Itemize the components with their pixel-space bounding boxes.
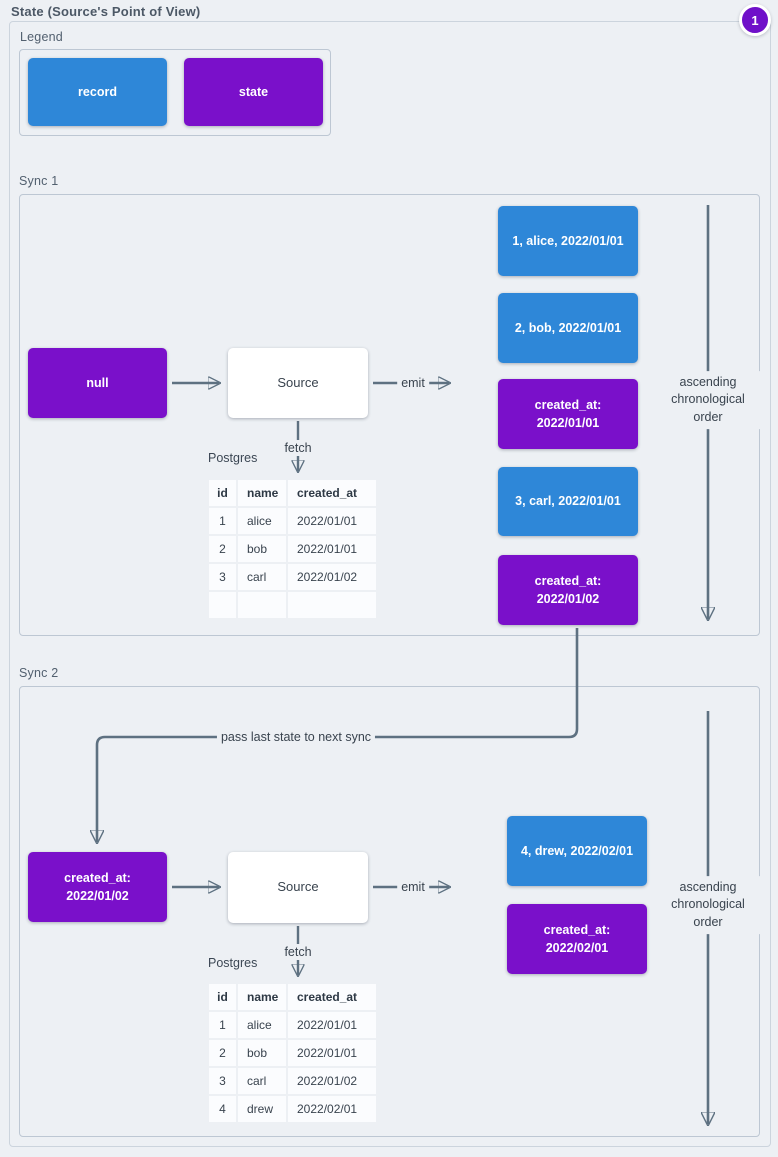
- sync1-emitted-state-1: created_at: 2022/01/01: [498, 379, 638, 449]
- table-header-row: id name created_at: [209, 984, 376, 1010]
- sync2-postgres-table: id name created_at 1 alice 2022/01/01 2 …: [207, 982, 378, 1124]
- table-row-empty: [209, 592, 376, 618]
- sync1-ascending-order-label: ascending chronological order: [656, 371, 760, 429]
- sync2-fetch-label: fetch: [280, 944, 316, 960]
- col-name: name: [238, 480, 286, 506]
- table-row: 4 drew 2022/02/01: [209, 1096, 376, 1122]
- sync1-emitted-record-2: 2, bob, 2022/01/01: [498, 293, 638, 363]
- legend-record-card: record: [28, 58, 167, 126]
- table-row: 1 alice 2022/01/01: [209, 1012, 376, 1038]
- sync1-label: Sync 1: [19, 174, 59, 188]
- table-row: 1 alice 2022/01/01: [209, 508, 376, 534]
- table-row: 3 carl 2022/01/02: [209, 564, 376, 590]
- sync2-emitted-state-1: created_at: 2022/02/01: [507, 904, 647, 974]
- legend-box: [19, 49, 331, 136]
- page-title: State (Source's Point of View): [11, 4, 201, 19]
- sync2-input-state-card: created_at: 2022/01/02: [28, 852, 167, 922]
- sync2-ascending-order-label: ascending chronological order: [656, 876, 760, 934]
- sync1-emit-label: emit: [397, 375, 429, 391]
- sync1-source-card: Source: [228, 348, 368, 418]
- outer-frame: [9, 21, 771, 1147]
- table-header-row: id name created_at: [209, 480, 376, 506]
- sync1-emitted-record-1: 1, alice, 2022/01/01: [498, 206, 638, 276]
- table-row: 2 bob 2022/01/01: [209, 536, 376, 562]
- sync2-emitted-record-1: 4, drew, 2022/02/01: [507, 816, 647, 886]
- legend-label: Legend: [20, 30, 63, 44]
- col-name: name: [238, 984, 286, 1010]
- step-badge: 1: [739, 4, 771, 36]
- sync2-emit-label: emit: [397, 879, 429, 895]
- table-row: 2 bob 2022/01/01: [209, 1040, 376, 1066]
- sync1-postgres-table: id name created_at 1 alice 2022/01/01 2 …: [207, 478, 378, 620]
- pass-state-label: pass last state to next sync: [216, 729, 376, 745]
- sync1-emitted-state-2: created_at: 2022/01/02: [498, 555, 638, 625]
- table-row: 3 carl 2022/01/02: [209, 1068, 376, 1094]
- col-id: id: [209, 984, 236, 1010]
- col-id: id: [209, 480, 236, 506]
- sync1-input-state-card: null: [28, 348, 167, 418]
- col-created-at: created_at: [288, 480, 376, 506]
- col-created-at: created_at: [288, 984, 376, 1010]
- sync2-label: Sync 2: [19, 666, 59, 680]
- legend-state-card: state: [184, 58, 323, 126]
- sync2-postgres-label: Postgres: [208, 956, 258, 970]
- sync1-fetch-label: fetch: [280, 440, 316, 456]
- sync2-source-card: Source: [228, 852, 368, 923]
- sync1-emitted-record-3: 3, carl, 2022/01/01: [498, 467, 638, 536]
- sync1-postgres-label: Postgres: [208, 451, 258, 465]
